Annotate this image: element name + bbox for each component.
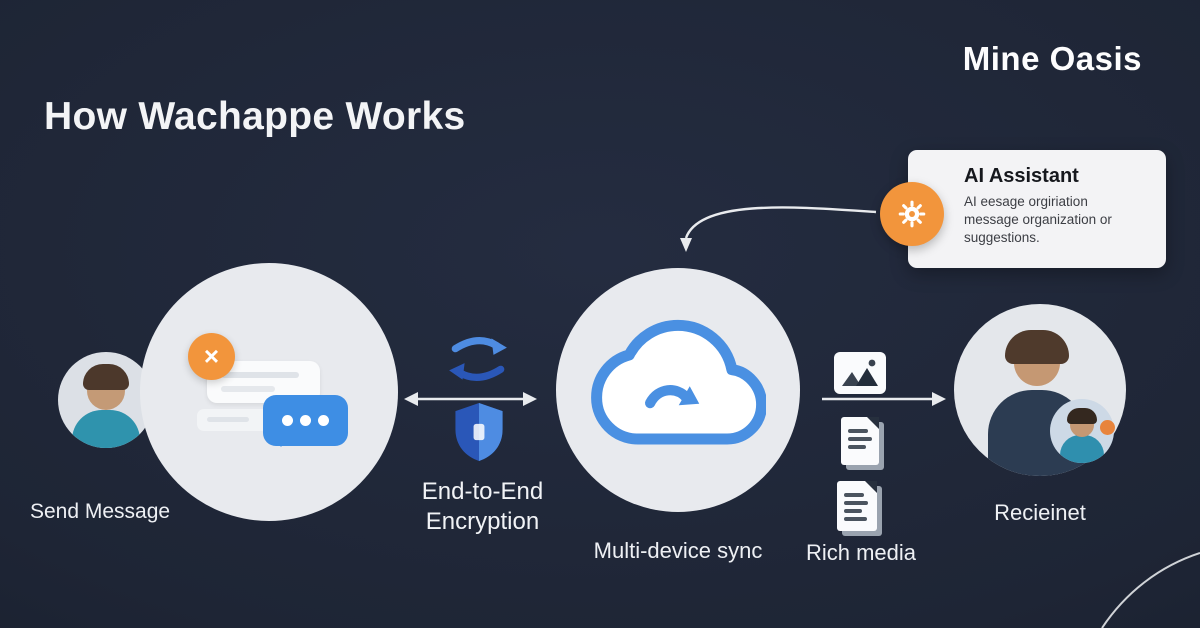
brand-logo: Mine Oasis <box>962 40 1142 77</box>
message-bubble-small <box>197 409 269 431</box>
document-icon <box>837 481 877 531</box>
typing-bubble <box>263 395 348 447</box>
cloud-circle <box>556 268 800 512</box>
document-text-line <box>844 493 864 497</box>
ai-card-body-line3: suggestions. <box>964 229 1040 245</box>
typing-dot <box>318 415 329 426</box>
document-text-line <box>844 509 862 513</box>
sync-arrows-icon <box>449 337 507 381</box>
child-avatar-body <box>1060 435 1104 463</box>
document-text-line <box>844 501 868 505</box>
ai-card-title: AI Assistant <box>964 165 1079 187</box>
rich-media-label: Rich media <box>805 540 917 565</box>
ai-badge <box>880 182 944 246</box>
recipient-child-avatar <box>1050 399 1114 463</box>
typing-dot <box>300 415 311 426</box>
media-right-arrow <box>822 392 946 406</box>
message-text-bar <box>221 386 275 392</box>
encryption-label-line1: End-to-End <box>421 478 544 505</box>
ai-assistant-card: AI Assistant AI eesage orgiriation messa… <box>908 150 1166 268</box>
encryption-shield-icon <box>455 403 503 461</box>
corner-arc-decoration <box>1101 552 1200 628</box>
document-text-line <box>848 429 868 433</box>
status-dot <box>1100 420 1115 435</box>
gear-icon <box>898 200 926 228</box>
cloud-sync-icon <box>591 319 766 445</box>
ai-card-body: AI eesage orgiriation message organizati… <box>964 193 1152 247</box>
document-text-line <box>848 445 866 449</box>
page-title: How Wachappe Works <box>44 95 466 138</box>
typing-dot <box>282 415 293 426</box>
document-fold <box>867 417 879 429</box>
encryption-label: End-to-End Encryption <box>385 477 580 537</box>
image-icon <box>834 352 886 394</box>
message-text-bar <box>221 372 299 378</box>
message-text-bar <box>207 417 249 422</box>
ai-card-body-line1: AI eesage orgiriation <box>964 194 1088 209</box>
child-avatar-hair <box>1067 408 1097 424</box>
document-text-line <box>844 517 867 521</box>
send-message-label: Send Message <box>30 500 171 523</box>
encryption-label-line2: Encryption <box>425 508 540 535</box>
ai-card-curved-arrow <box>680 206 877 252</box>
close-icon: × <box>188 333 235 380</box>
ai-card-body-line2: message organization or <box>964 211 1112 227</box>
sender-avatar-body <box>72 410 140 448</box>
document-fold <box>865 481 877 493</box>
sender-avatar <box>58 352 154 448</box>
multi-device-label: Multi-device sync <box>593 538 763 563</box>
image-icon-graphic <box>842 359 878 386</box>
document-icon <box>841 417 879 465</box>
document-text-line <box>848 437 872 441</box>
sender-avatar-hair <box>83 364 129 390</box>
recipient-label: Recieinet <box>994 500 1086 525</box>
recipient-avatar-hair <box>1005 330 1069 364</box>
ai-card-content: AI Assistant AI eesage orgiriation messa… <box>908 150 1166 259</box>
